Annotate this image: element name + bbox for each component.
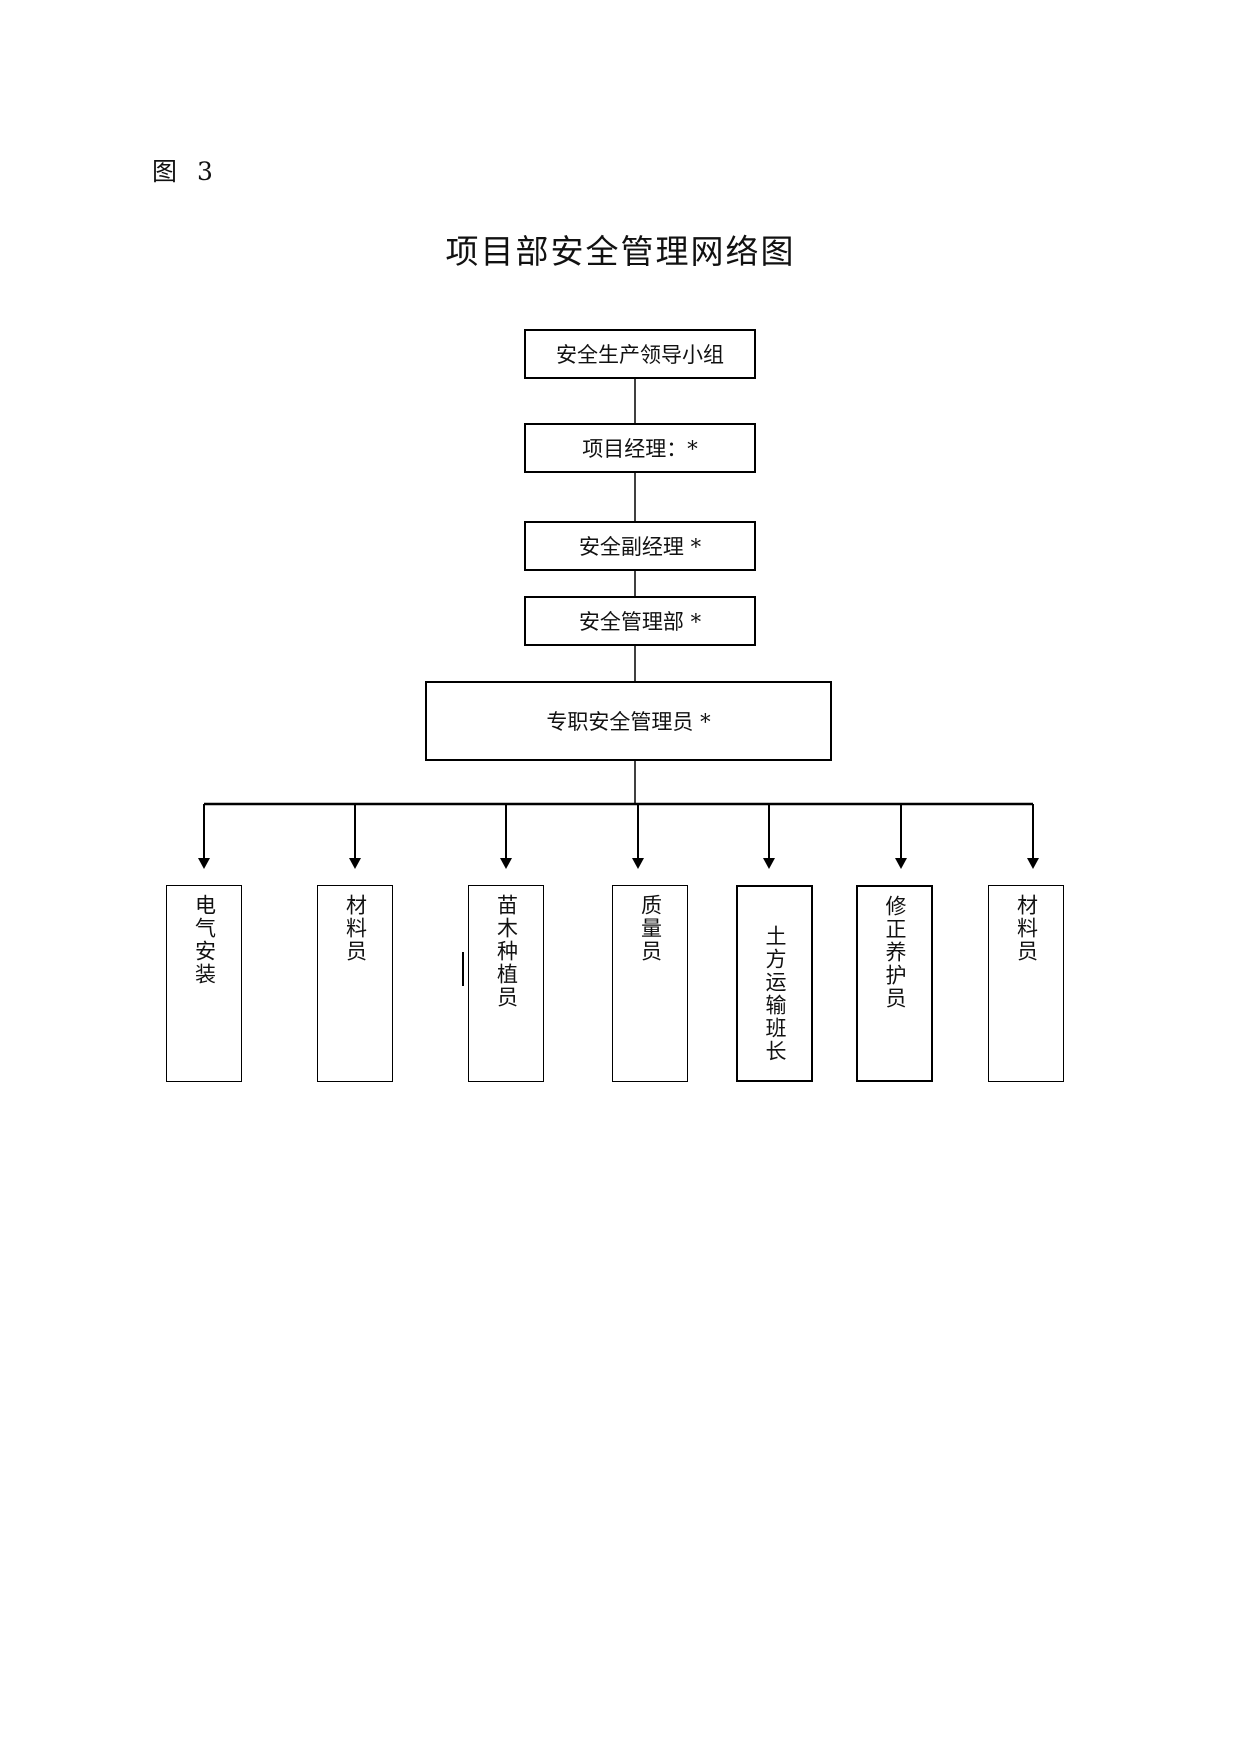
leaf-label: 修正养护员 [883, 895, 907, 1010]
node-label: 专职安全管理员 * [546, 710, 711, 734]
page-title: 项目部安全管理网络图 [445, 232, 796, 271]
figure-label: 图 3 [152, 157, 219, 186]
leaf-label: 土方运输班长 [763, 925, 787, 1063]
leaf-electrical-install: 电气安装 [166, 885, 242, 1082]
node-project-manager: 项目经理：* [524, 423, 756, 473]
arrow-5 [763, 804, 775, 869]
arrow-3 [500, 804, 512, 869]
leaf-seedling-planter: 苗木种植员 [468, 885, 544, 1082]
arrow-4 [632, 804, 644, 869]
leaf-label: 苗木种植员 [494, 894, 519, 1009]
node-safety-leadership-group: 安全生产领导小组 [524, 329, 756, 379]
node-label: 安全生产领导小组 [556, 343, 724, 367]
leaf-label: 材料员 [1014, 894, 1039, 963]
arrow-6 [895, 804, 907, 869]
leaf-label: 电气安装 [192, 894, 217, 986]
arrow-2 [349, 804, 361, 869]
node-label: 项目经理：* [582, 437, 698, 461]
leaf-label: 材料员 [343, 894, 368, 963]
leaf-maintenance-officer: 修正养护员 [856, 885, 933, 1082]
leaf-materials-officer-1: 材料员 [317, 885, 393, 1082]
leaf-label: 质量员 [638, 894, 663, 963]
leaf-materials-officer-2: 材料员 [988, 885, 1064, 1082]
node-fulltime-safety-officer: 专职安全管理员 * [425, 681, 832, 761]
leaf-earthwork-transport-leader: 土方运输班长 [736, 885, 813, 1082]
node-safety-deputy-manager: 安全副经理 * [524, 521, 756, 571]
node-safety-management-dept: 安全管理部 * [524, 596, 756, 646]
leaf-quality-officer: 质量员 [612, 885, 688, 1082]
node-label: 安全管理部 * [578, 610, 702, 634]
arrow-7 [1027, 804, 1039, 869]
arrow-1 [198, 804, 210, 869]
node-label: 安全副经理 * [578, 535, 702, 559]
